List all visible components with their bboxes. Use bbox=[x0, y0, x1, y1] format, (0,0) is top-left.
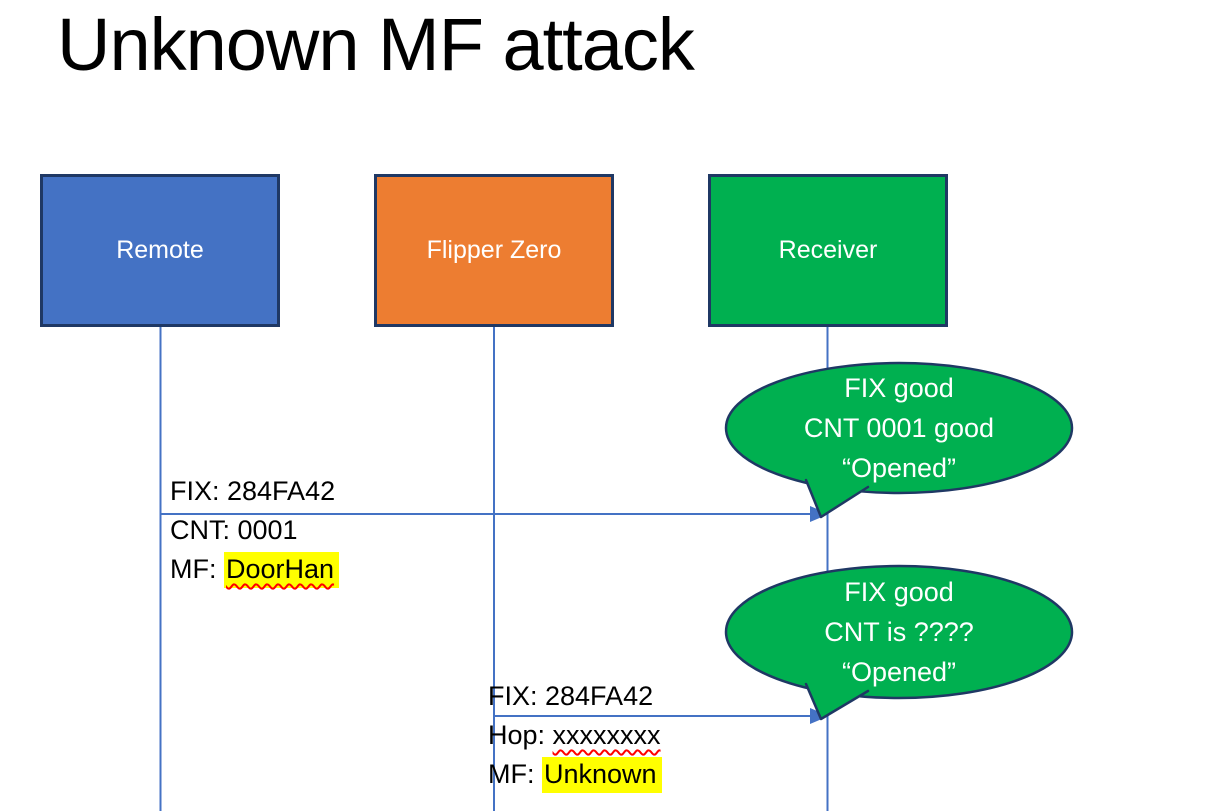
callout-2-tail bbox=[804, 682, 870, 721]
actor-label-flipper-zero: Flipper Zero bbox=[426, 236, 562, 264]
callout-1-tail bbox=[804, 478, 870, 519]
message-2-line-mf: MF: Unknown bbox=[488, 755, 662, 794]
message-1-mf-prefix: MF: bbox=[170, 554, 224, 584]
actor-label-receiver: Receiver bbox=[778, 236, 878, 264]
callout-2-text: FIX good CNT is ???? “Opened” bbox=[749, 572, 1049, 692]
callout-1-bubble bbox=[724, 361, 1074, 495]
actor-box-remote: Remote bbox=[40, 174, 280, 327]
actor-box-receiver: Receiver bbox=[708, 174, 948, 327]
message-2-line-hop: Hop: xxxxxxxx bbox=[488, 716, 662, 755]
message-1-label: FIX: 284FA42 CNT: 0001 MF: DoorHan bbox=[170, 472, 340, 589]
message-2-mf-prefix: MF: bbox=[488, 759, 542, 789]
message-2-hop-prefix: Hop: bbox=[488, 720, 553, 750]
callout-2-bubble bbox=[724, 564, 1074, 700]
message-2-hop-value: xxxxxxxx bbox=[552, 720, 661, 750]
callout-1-text: FIX good CNT 0001 good “Opened” bbox=[749, 368, 1049, 488]
callout-2-line-1: FIX good bbox=[844, 577, 954, 607]
callout-1-line-2: CNT 0001 good bbox=[803, 413, 995, 443]
message-1-line-mf: MF: DoorHan bbox=[170, 550, 340, 589]
callout-2-line-3: “Opened” bbox=[841, 657, 957, 687]
actor-label-remote: Remote bbox=[116, 236, 204, 264]
message-2-label: FIX: 284FA42 Hop: xxxxxxxx MF: Unknown bbox=[488, 677, 662, 794]
slide-title: Unknown MF attack bbox=[57, 3, 695, 86]
callout-1-line-3: “Opened” bbox=[841, 453, 957, 483]
message-2-line-fix: FIX: 284FA42 bbox=[488, 681, 654, 711]
callout-1-line-1: FIX good bbox=[844, 373, 954, 403]
message-1-mf-value-highlighted: DoorHan bbox=[224, 552, 340, 588]
message-1-line-cnt: CNT: 0001 bbox=[170, 515, 298, 545]
callout-2-line-2: CNT is ???? bbox=[824, 617, 974, 647]
message-2-mf-value-highlighted: Unknown bbox=[542, 757, 662, 793]
actor-box-flipper-zero: Flipper Zero bbox=[374, 174, 614, 327]
message-1-line-fix: FIX: 284FA42 bbox=[170, 476, 336, 506]
